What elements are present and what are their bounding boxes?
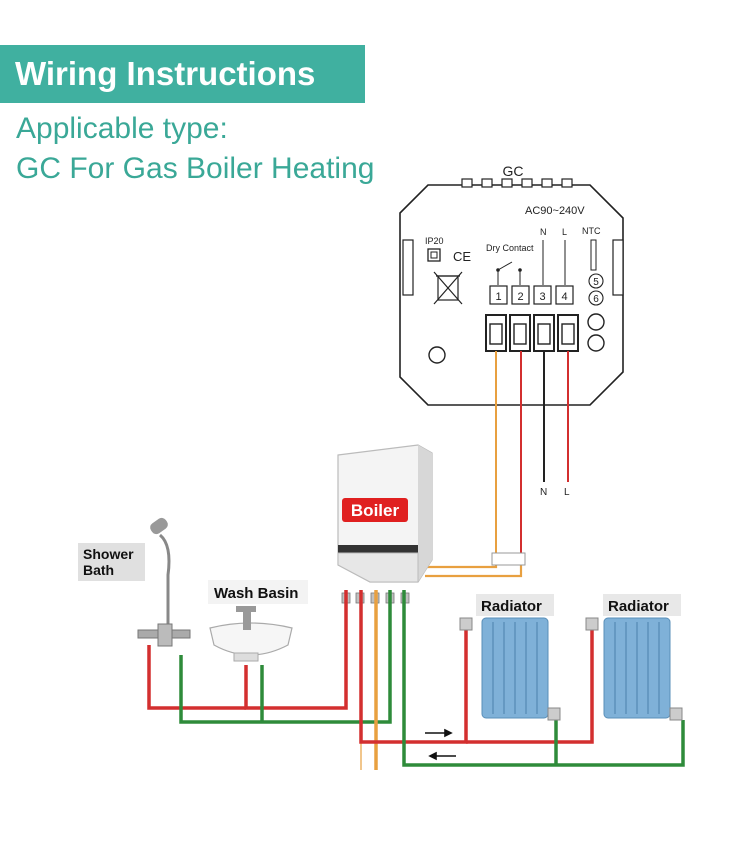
shower-label: Shower [83, 546, 134, 562]
domestic-cold-pipe [179, 590, 392, 724]
neutral-wire-label: N [540, 487, 547, 498]
heating-return-pipe [402, 590, 685, 767]
live-wire-label: L [564, 487, 570, 498]
boiler-control-wires [425, 552, 526, 578]
applicable-type-label: Applicable type: [16, 112, 228, 145]
heating-flow-pipe [359, 590, 594, 744]
ntc-terminal-6: 6 [593, 294, 599, 305]
radiator-2-label-box [603, 594, 681, 616]
ip-rating-label: IP20 [425, 236, 444, 246]
terminal-3: 3 [539, 291, 545, 303]
terminal-2: 2 [517, 291, 523, 303]
radiator-1-label-box [476, 594, 554, 616]
n-terminal-label: N [540, 227, 547, 237]
shower-fixture [137, 517, 191, 647]
l-terminal-label: L [562, 227, 567, 237]
terminal-4: 4 [561, 291, 567, 303]
thermostat-model: GC [503, 163, 524, 179]
thermostat-wires [495, 351, 569, 553]
radiator-2 [585, 617, 683, 721]
terminal-1: 1 [495, 291, 501, 303]
boiler-badge [342, 498, 408, 522]
applicable-type-value: GC For Gas Boiler Heating [16, 152, 375, 185]
wash-basin-fixture [209, 606, 293, 662]
weee-bin-icon [433, 271, 463, 305]
boiler-unit: Boiler [337, 444, 433, 583]
ntc-label: NTC [582, 226, 601, 236]
voltage-label: AC90~240V [525, 205, 585, 217]
shower-label-box [78, 543, 145, 581]
title-banner: Wiring Instructions [0, 45, 365, 103]
ntc-terminal-5: 5 [593, 277, 599, 288]
ce-mark: CE [453, 249, 471, 264]
radiator-1-label: Radiator [481, 598, 542, 615]
flow-arrows [425, 728, 456, 761]
thermostat-unit: GC AC90~240V IP20 CE Dry Contact N L NTC [399, 163, 624, 406]
boiler-label: Boiler [351, 501, 400, 520]
radiator-2-label: Radiator [608, 598, 669, 615]
radiator-1 [459, 617, 561, 721]
double-insulation-icon [427, 248, 441, 262]
wash-basin-label-box [208, 580, 308, 604]
dry-contact-label: Dry Contact [486, 243, 534, 253]
wash-basin-label: Wash Basin [214, 585, 298, 602]
domestic-hot-pipe [147, 590, 348, 710]
bath-label: Bath [83, 562, 114, 578]
page-title: Wiring Instructions [15, 55, 316, 92]
